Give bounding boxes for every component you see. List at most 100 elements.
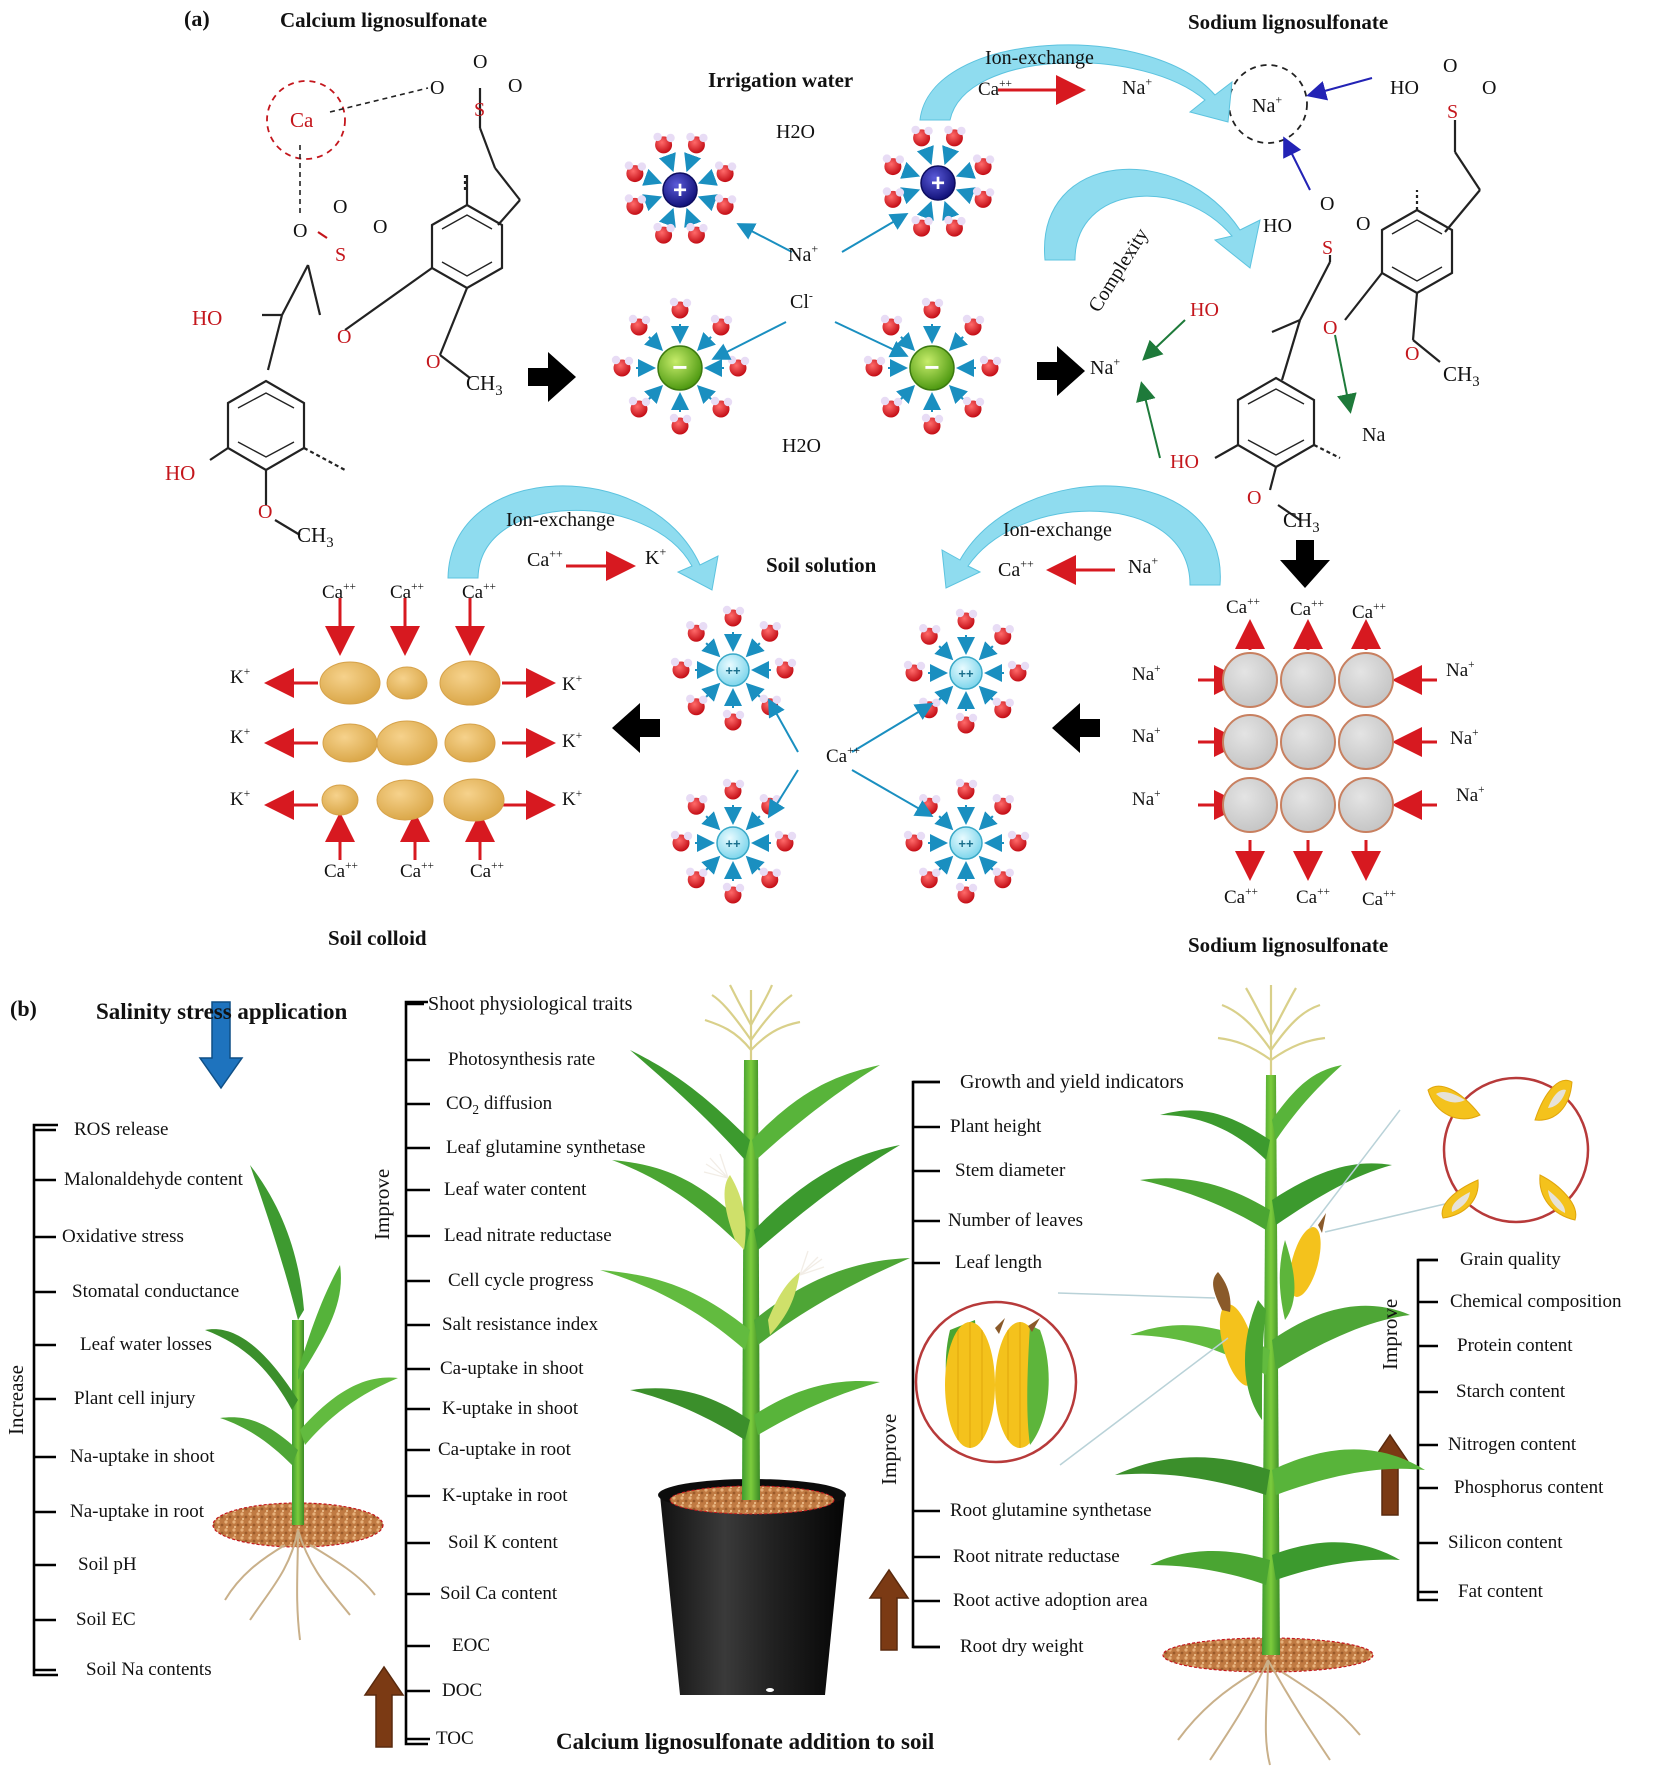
ion-pointer-arrow <box>736 223 793 253</box>
h2o-label-bottom: H2O <box>782 435 821 457</box>
hydroxyl-label-5: HO <box>1190 299 1219 321</box>
grain-item: Fat content <box>1458 1581 1543 1602</box>
ca-ion-label-21: Ca++ <box>1224 886 1258 908</box>
growth-item: Leaf length <box>955 1252 1043 1273</box>
chloride-ion-core <box>657 345 703 391</box>
calcium-lignosulfonate-title: Calcium lignosulfonate <box>280 8 488 32</box>
sodium-ion-label-circle: Na+ <box>1252 92 1283 117</box>
hydration-arrow <box>900 161 921 179</box>
water-molecule-icon <box>979 355 1002 377</box>
shoot-trait-item: Leaf water content <box>444 1179 587 1200</box>
ca-ion-label-13: Ca++ <box>1290 598 1324 620</box>
ion-pointer-arrow <box>834 321 909 358</box>
sodium-lignosulfonate-structure <box>1214 64 1481 521</box>
sodium-ion-core <box>920 165 956 201</box>
mature-maize-plant <box>1115 985 1425 1766</box>
irrigation-water-title: Irrigation water <box>708 68 854 92</box>
shoot-trait-item: CO2 diffusion <box>446 1093 553 1117</box>
calcium-ion-core <box>949 826 983 860</box>
sodium-lignosulfonate-title-top: Sodium lignosulfonate <box>1188 10 1389 34</box>
grain-item: Nitrogen content <box>1448 1434 1577 1455</box>
hydration-arrow <box>697 168 718 186</box>
water-molecule-icon <box>624 194 647 215</box>
hydration-arrow <box>934 855 954 875</box>
k-ion-label-8: K+ <box>562 788 583 810</box>
hydration-arrow <box>895 384 916 405</box>
oxygen-label-6: O <box>373 216 388 238</box>
h2o-label-top: H2O <box>776 121 815 143</box>
water-molecule-icon <box>686 132 708 154</box>
water-molecule-icon <box>722 605 745 627</box>
water-molecule-icon <box>686 222 708 244</box>
shoot-trait-item: Lead nitrate reductase <box>444 1225 612 1246</box>
water-molecule-icon <box>686 621 708 642</box>
ca-ion-label-irrigation: Ca++ <box>978 78 1012 100</box>
black-arrows <box>528 346 1330 753</box>
oxygen-label-3: O <box>508 75 523 97</box>
water-molecule-icon <box>714 161 737 183</box>
increase-item: Leaf water losses <box>80 1334 212 1355</box>
ca-ion-label-2: Ca++ <box>462 581 496 603</box>
panel-b-label: (b) <box>10 996 37 1021</box>
k-ion-label-4: K+ <box>230 726 251 748</box>
water-molecule-icon <box>919 624 941 645</box>
ion-pointer-arrow <box>711 321 787 360</box>
hydration-arrow <box>643 384 664 405</box>
ca-ion-label-exchange-right: Ca++ <box>998 556 1034 581</box>
ion-flow-red-arrows <box>264 75 1437 881</box>
oxygen-label-5: O <box>333 196 348 218</box>
sodium-label: Na <box>1362 424 1386 446</box>
ca-ion-label-9: Ca++ <box>324 860 358 882</box>
methoxy-oxygen-label-2: O <box>258 501 273 523</box>
methyl-label-3: CH3 <box>1443 362 1480 391</box>
ion-exchange-label-right: Ion-exchange <box>1003 519 1112 541</box>
hydration-arrow <box>895 331 916 352</box>
water-molecule-icon <box>992 624 1014 645</box>
hydration-arrow <box>642 194 663 212</box>
methoxy-oxygen-label-1: O <box>426 351 441 373</box>
shoot-trait-item: K-uptake in root <box>442 1485 568 1506</box>
increase-item: Soil pH <box>78 1554 137 1575</box>
hydration-arrow <box>745 811 765 831</box>
water-molecule-icon <box>944 215 966 237</box>
increase-item: Na-uptake in shoot <box>70 1446 215 1467</box>
hydroxyl-label-3: HO <box>1390 77 1419 99</box>
water-molecule-icon <box>727 355 750 377</box>
hydroxyl-label-2: HO <box>165 461 196 485</box>
hydration-arrow <box>934 641 954 661</box>
ion-pointer-arrow <box>851 769 934 817</box>
sulfur-label-2: S <box>335 244 347 266</box>
ion-pointer-arrow <box>841 212 909 253</box>
ca-ion-label-14: Ca++ <box>1352 601 1386 623</box>
water-molecule-icon <box>624 161 647 183</box>
water-molecule-icon <box>919 697 941 719</box>
ca-ion-label-0: Ca++ <box>322 581 356 603</box>
water-molecule-icon <box>759 694 781 716</box>
methyl-label-4: CH3 <box>1283 508 1320 537</box>
na-ion-label-irrigation: Na+ <box>1122 74 1153 99</box>
na-ion-label-exchange-right: Na+ <box>1128 553 1159 578</box>
shoot-trait-item: EOC <box>452 1635 490 1656</box>
sodium-charge-sign: + <box>931 170 945 197</box>
ca-ion-label-soil-solution: Ca++ <box>826 745 860 767</box>
water-molecule-icon <box>710 396 733 418</box>
hydration-arrow <box>978 855 998 875</box>
soil-solution-title: Soil solution <box>766 553 877 577</box>
grain-item: Grain quality <box>1460 1249 1561 1270</box>
water-molecule-icon <box>628 396 651 418</box>
ion-exchange-label-left: Ion-exchange <box>506 509 615 531</box>
hydration-arrow <box>643 331 664 352</box>
hydration-arrow <box>642 168 663 186</box>
hydration-arrow <box>696 384 717 405</box>
chloride-charge-sign: − <box>672 352 687 382</box>
calcium-charge-sign: ++ <box>725 663 741 678</box>
hydrated-ions: ++−−++++++++ <box>611 125 1030 904</box>
water-molecule-icon <box>955 608 978 630</box>
water-molecule-icon <box>962 396 985 418</box>
hydration-arrow <box>978 685 998 705</box>
methyl-label-2: CH3 <box>297 523 334 552</box>
callout-lines <box>1057 1109 1463 1466</box>
root-item: Root nitrate reductase <box>953 1546 1120 1567</box>
